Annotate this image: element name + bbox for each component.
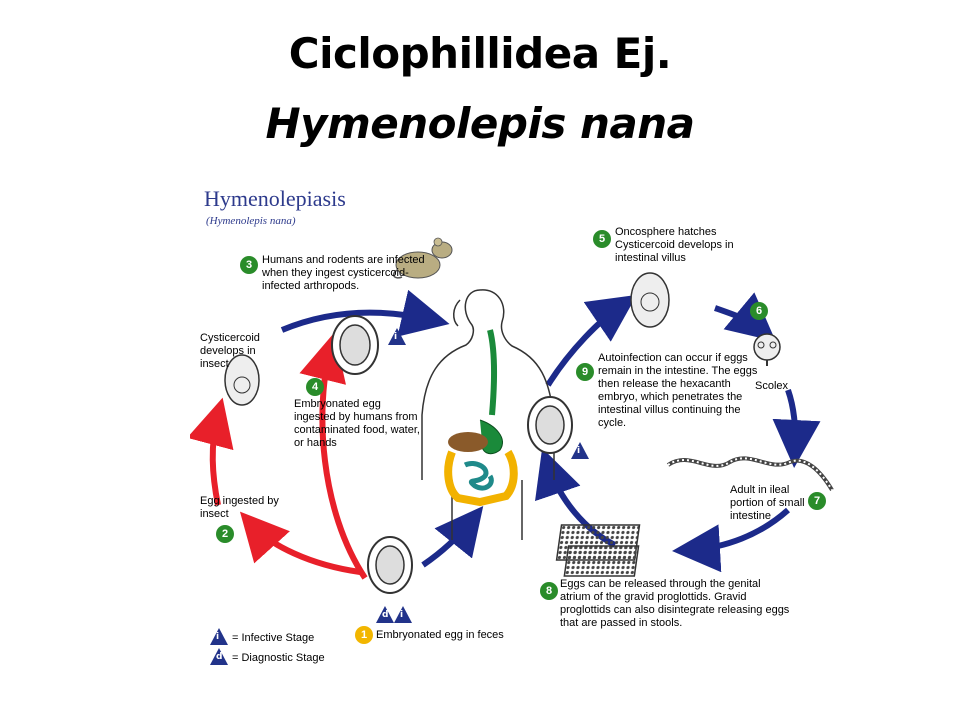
step-8-badge: 8	[540, 582, 558, 600]
step-2-text: Egg ingested by insect	[200, 495, 279, 520]
step-9-badge: 9	[576, 363, 594, 381]
blue-arrow-feces	[421, 505, 484, 568]
diagnostic-stage-icon: d	[376, 606, 394, 623]
step-4-text: Embryonated egg ingested by humans from …	[294, 398, 420, 449]
infective-stage-icon: i	[388, 328, 406, 345]
step-5-badge: 5	[593, 230, 611, 248]
cysticercoid-insect-label: Cysticercoid develops in insect	[200, 332, 260, 370]
blue-arrow-to-oncosphere	[545, 294, 637, 387]
blue-arrow-to-adult	[772, 389, 821, 468]
red-arrow-to-ingested-egg	[299, 332, 368, 580]
egg-autoinfection	[527, 396, 573, 454]
step-6-badge: 6	[750, 302, 768, 320]
legend-infective-text: = Infective Stage	[232, 632, 315, 644]
large-intestine	[444, 449, 518, 507]
red-arrow-to-insect-egg	[239, 511, 361, 575]
cysticercoid-insect	[224, 354, 260, 406]
gravid-proglottids	[555, 524, 641, 577]
legend-diagnostic-text: = Diagnostic Stage	[232, 652, 325, 664]
liver	[448, 432, 488, 452]
egg-feces	[367, 536, 413, 594]
rat-illustration	[392, 237, 453, 279]
step-2-badge: 2	[216, 525, 234, 543]
life-cycle-diagram: Hymenolepiasis (Hymenolepis nana) 3 Huma…	[190, 180, 850, 670]
diagram-graphics	[190, 237, 834, 594]
scolex-label: Scolex	[755, 380, 789, 392]
infective-stage-icon: i	[394, 606, 412, 623]
small-intestine	[463, 460, 494, 491]
step-5-text: Oncosphere hatches Cysticercoid develops…	[615, 226, 734, 264]
blue-arrow-to-scolex	[714, 292, 776, 342]
legend-infective-icon: i	[210, 628, 228, 645]
step-7-text: Adult in ileal portion of small intestin…	[730, 484, 805, 522]
slide-title: Ciclophillidea Ej.	[288, 29, 672, 78]
egg-ingested	[331, 315, 379, 375]
legend-diagnostic-icon: d	[210, 648, 228, 665]
step-8-text: Eggs can be released through the genital…	[560, 578, 790, 629]
step-1-badge: 1	[355, 626, 373, 644]
step-3-badge: 3	[240, 256, 258, 274]
infective-stage-icon: i	[571, 442, 589, 459]
step-3-text: Humans and rodents are infected when the…	[262, 254, 425, 292]
human-silhouette	[421, 289, 555, 540]
blue-arrow-to-human	[280, 289, 450, 337]
slide-subtitle: Hymenolepis nana	[265, 99, 695, 148]
step-4-badge: 4	[306, 378, 324, 396]
blue-arrow-to-proglottid	[672, 507, 790, 573]
diagram-subheading: (Hymenolepis nana)	[206, 215, 296, 227]
step-1-text: Embryonated egg in feces	[376, 629, 504, 641]
step-7-badge: 7	[808, 492, 826, 510]
esophagus	[487, 329, 498, 416]
cysticercoid-villus	[630, 272, 670, 328]
red-arrow-to-cysticercoid	[190, 397, 234, 506]
step-9-text: Autoinfection can occur if eggs remain i…	[598, 352, 758, 429]
diagram-heading: Hymenolepiasis	[204, 186, 346, 211]
scolex-illustration	[753, 333, 781, 366]
